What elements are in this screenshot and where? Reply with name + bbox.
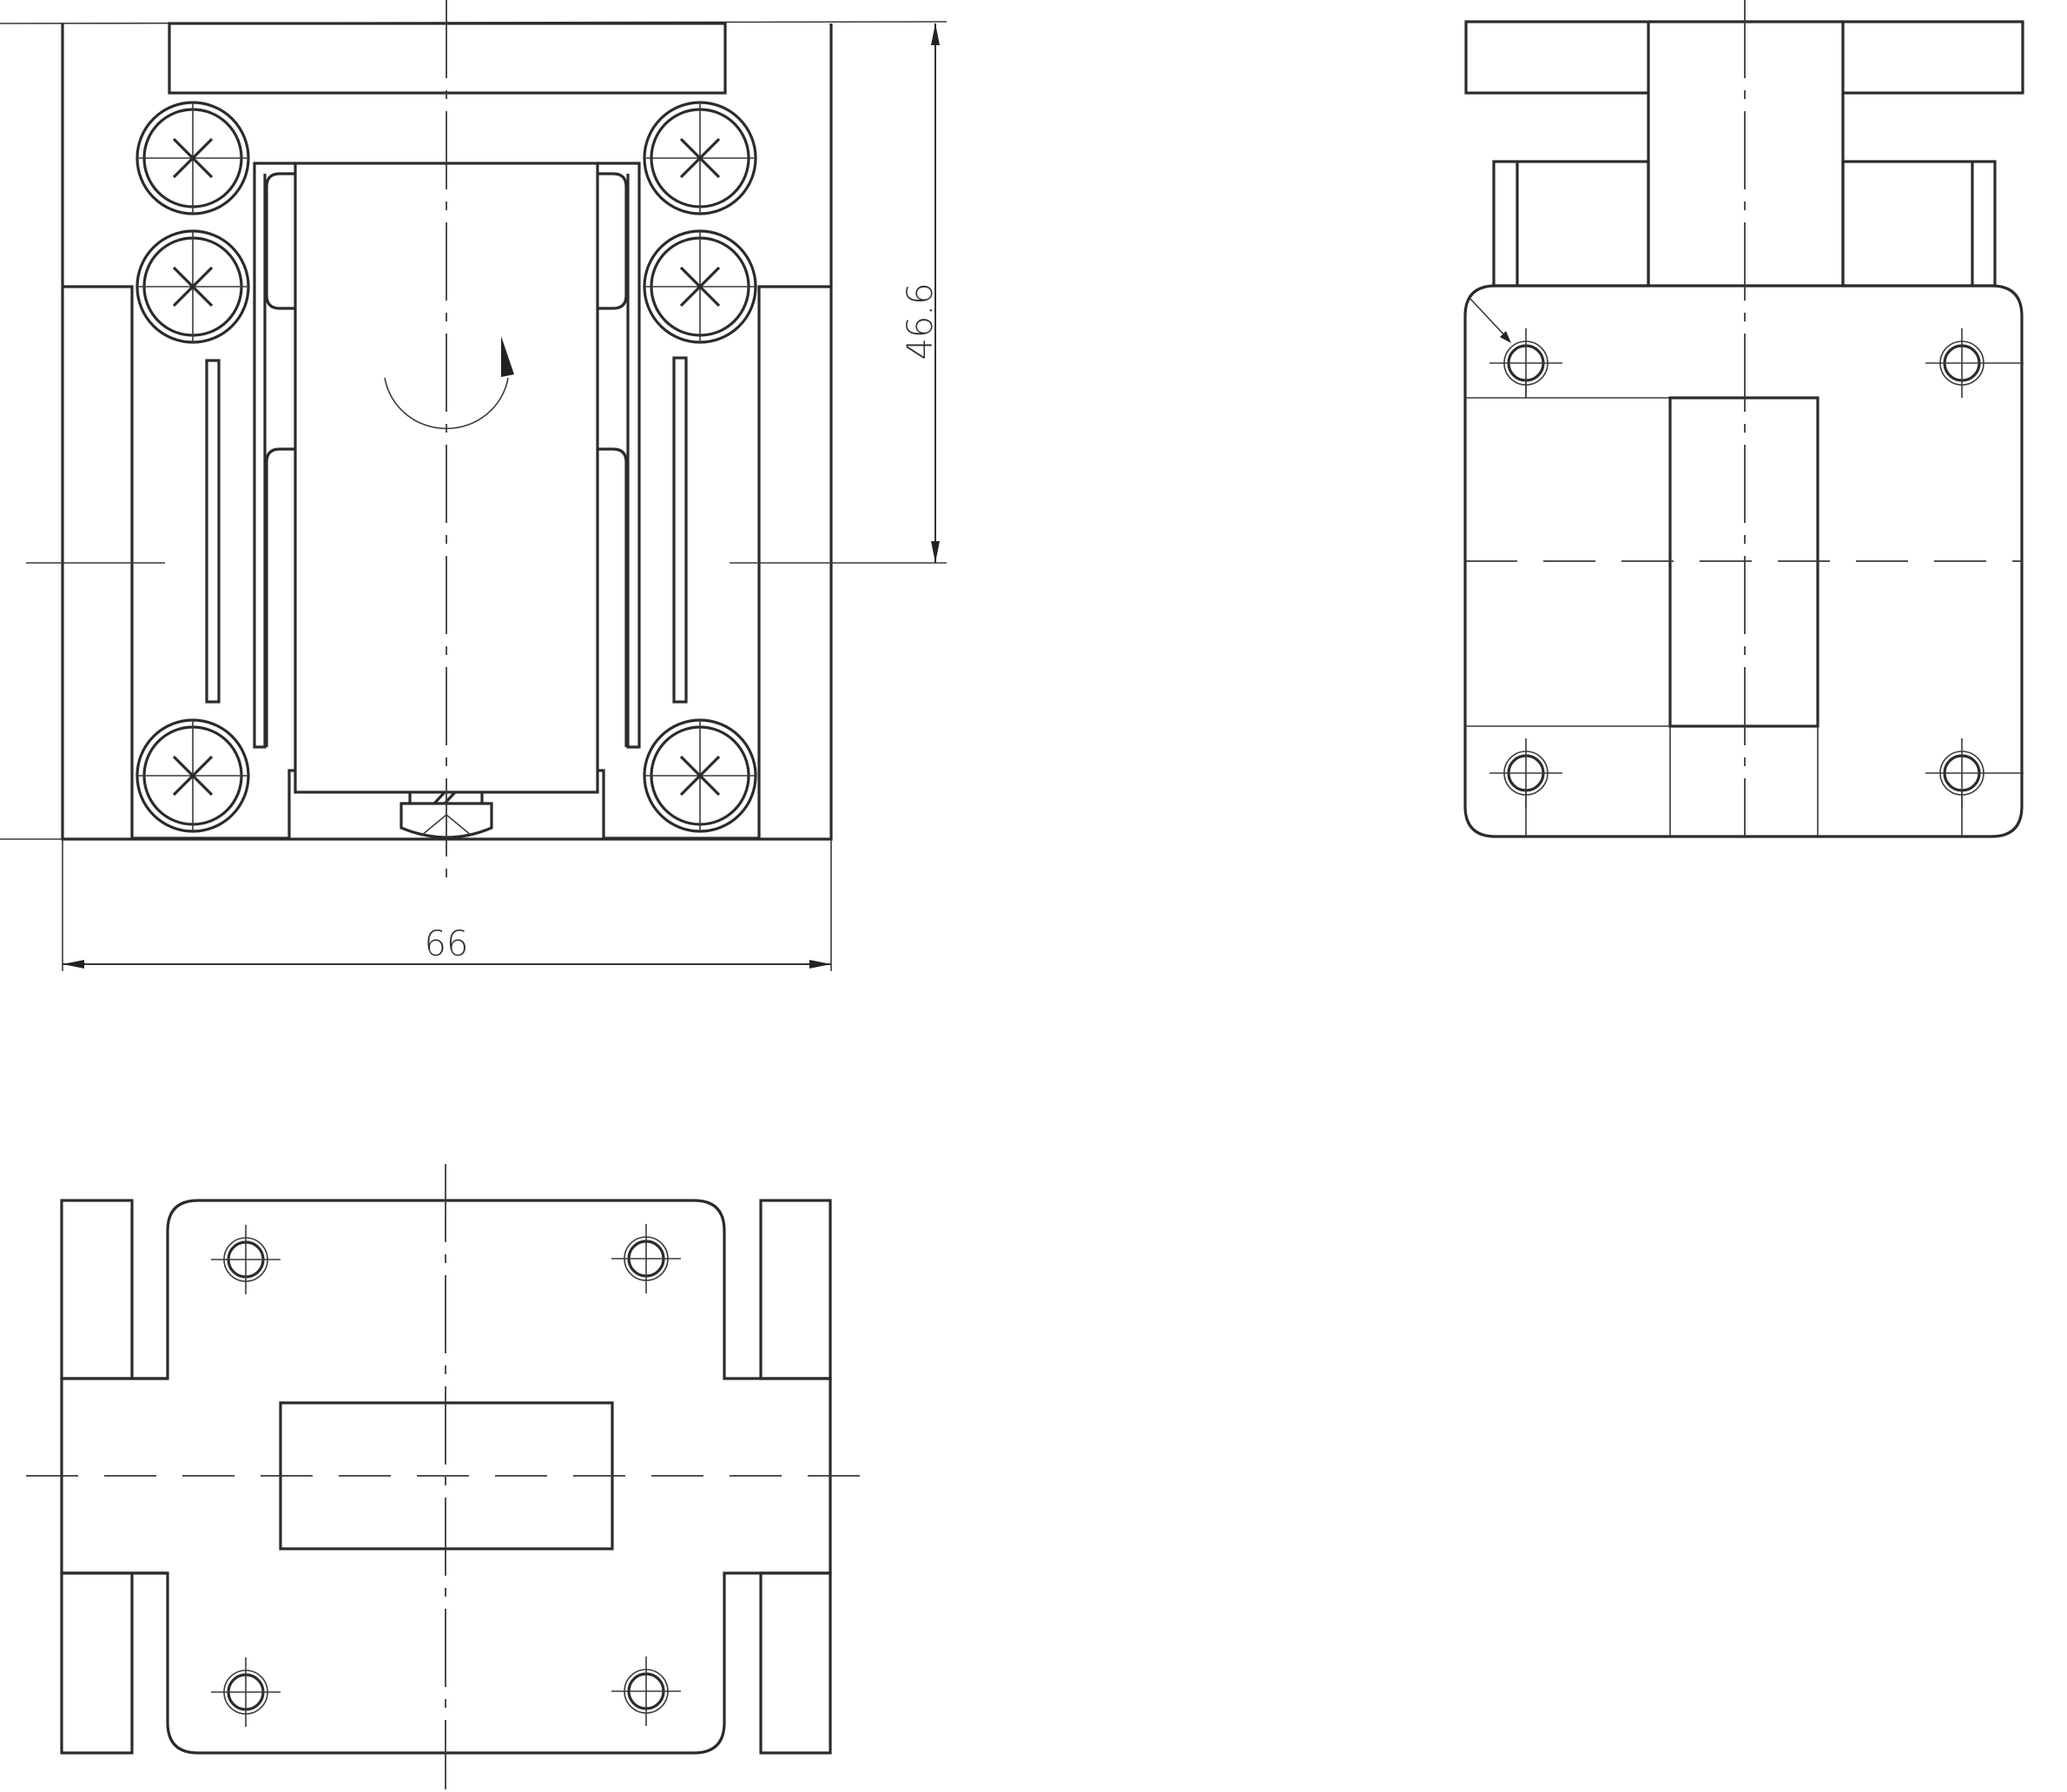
- left-channel-base: [132, 792, 291, 840]
- side-top-bar-left: [1464, 20, 1650, 95]
- right-channel-base: [602, 792, 759, 840]
- dimension-height-label: 46.6: [901, 282, 941, 360]
- screw-bottom-left: [135, 718, 250, 833]
- screw-bottom-right: [643, 718, 757, 833]
- left-channel-notch: [287, 769, 295, 792]
- right-channel-outer: [598, 162, 641, 749]
- right-upper-slot: [598, 172, 628, 310]
- right-lower-slot: [598, 447, 628, 747]
- side-hole-bottom-right: [1925, 738, 2024, 808]
- side-hole-top-left: [1489, 328, 1562, 398]
- screw-mid-right: [643, 229, 757, 344]
- leader-arrow: [1469, 298, 1511, 343]
- right-thin-slot: [672, 356, 688, 704]
- left-upper-slot: [265, 172, 295, 310]
- bottom-bar-bottom-left: [60, 1571, 134, 1755]
- dimension-width-label: 66: [425, 924, 469, 964]
- rotation-arrow-icon: [384, 336, 514, 430]
- front-view: 46.6 66: [0, 0, 948, 971]
- side-body: [1463, 284, 2024, 838]
- side-inner-block: [1668, 396, 1819, 728]
- left-step: [63, 285, 134, 839]
- right-step: [757, 285, 831, 839]
- bottom-bar-bottom-right: [759, 1571, 832, 1755]
- bottom-hole-top-right: [611, 1224, 681, 1293]
- bottom-hole-bottom-left: [211, 1657, 281, 1727]
- left-lower-slot: [265, 447, 295, 747]
- bottom-hole-top-left: [211, 1225, 281, 1294]
- dimension-height: 46.6: [901, 23, 941, 563]
- dimension-width: 66: [62, 839, 832, 971]
- bottom-body: [60, 1199, 832, 1755]
- screw-top-right: [643, 101, 757, 215]
- side-top-bar-right: [1841, 20, 2024, 95]
- left-channel-outer: [253, 162, 295, 749]
- top-plate: [168, 22, 727, 95]
- screw-top-left: [135, 101, 250, 215]
- side-hole-top-right: [1925, 328, 2024, 398]
- right-channel-notch: [598, 769, 605, 792]
- side-hole-bottom-left: [1489, 738, 1562, 808]
- bottom-bar-top-right: [759, 1199, 832, 1380]
- side-view: [1463, 0, 2024, 838]
- left-thin-slot: [205, 359, 221, 704]
- bottom-hole-bottom-right: [611, 1656, 681, 1726]
- bottom-bar-top-left: [60, 1199, 134, 1380]
- screw-mid-left: [135, 229, 250, 344]
- bottom-view: [26, 1164, 864, 1789]
